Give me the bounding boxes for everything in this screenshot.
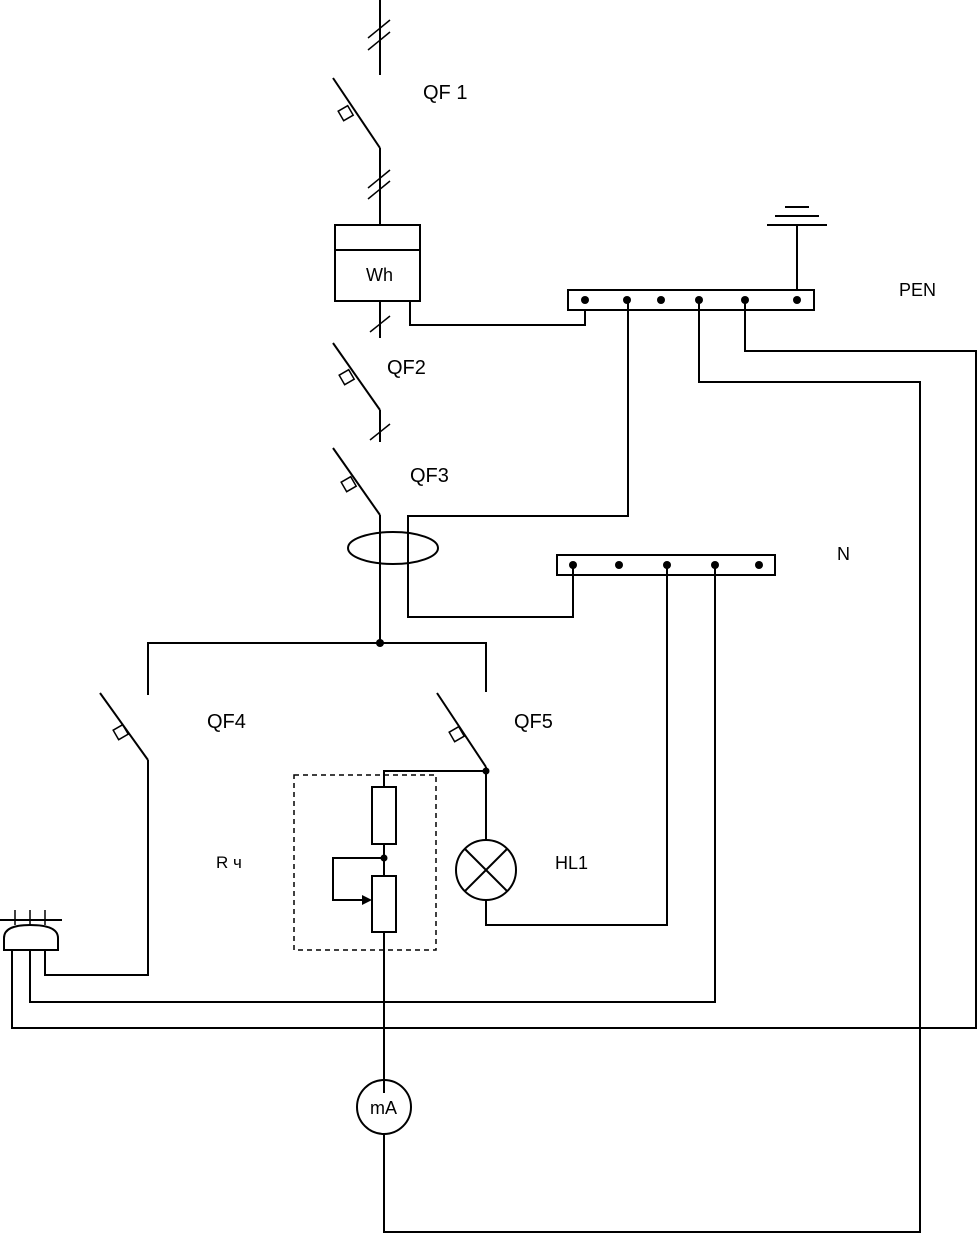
label-n: N	[837, 544, 850, 564]
milliammeter	[356, 1079, 412, 1135]
main-feed	[367, 0, 391, 75]
label-qf3: QF3	[410, 465, 449, 487]
n-wire-to-socket	[29, 565, 716, 1003]
label-pen: PEN	[899, 280, 936, 300]
pen-wire-to-ma	[383, 300, 921, 1233]
rcd-transformer	[347, 531, 439, 565]
pen-to-rcd-wire	[407, 300, 629, 618]
label-qf1: QF 1	[423, 82, 467, 104]
label-ma: mA	[370, 1098, 397, 1118]
energy-meter	[334, 224, 421, 302]
ground-icon	[767, 206, 827, 290]
lamp-icon	[455, 839, 517, 925]
pen-wire-to-socket	[11, 300, 977, 1029]
breaker-qf5	[383, 692, 490, 840]
label-qf4: QF4	[207, 711, 246, 733]
breaker-qf3	[332, 447, 439, 643]
breaker-qf1	[332, 77, 391, 225]
meter-neutral-wire	[409, 301, 586, 326]
label-hl1: HL1	[555, 853, 588, 873]
label-meter: Wh	[366, 265, 393, 285]
pen-bus	[567, 289, 815, 311]
distribution-bar	[147, 642, 487, 695]
label-rch: R ч	[216, 853, 242, 872]
resistor-fixed	[371, 786, 397, 876]
rch-box	[293, 774, 437, 951]
label-qf5: QF5	[514, 711, 553, 733]
label-qf2: QF2	[387, 357, 426, 379]
breaker-qf4	[44, 692, 149, 976]
breaker-qf2	[332, 342, 391, 442]
resistor-variable	[332, 857, 397, 1093]
socket-icon	[0, 910, 62, 951]
